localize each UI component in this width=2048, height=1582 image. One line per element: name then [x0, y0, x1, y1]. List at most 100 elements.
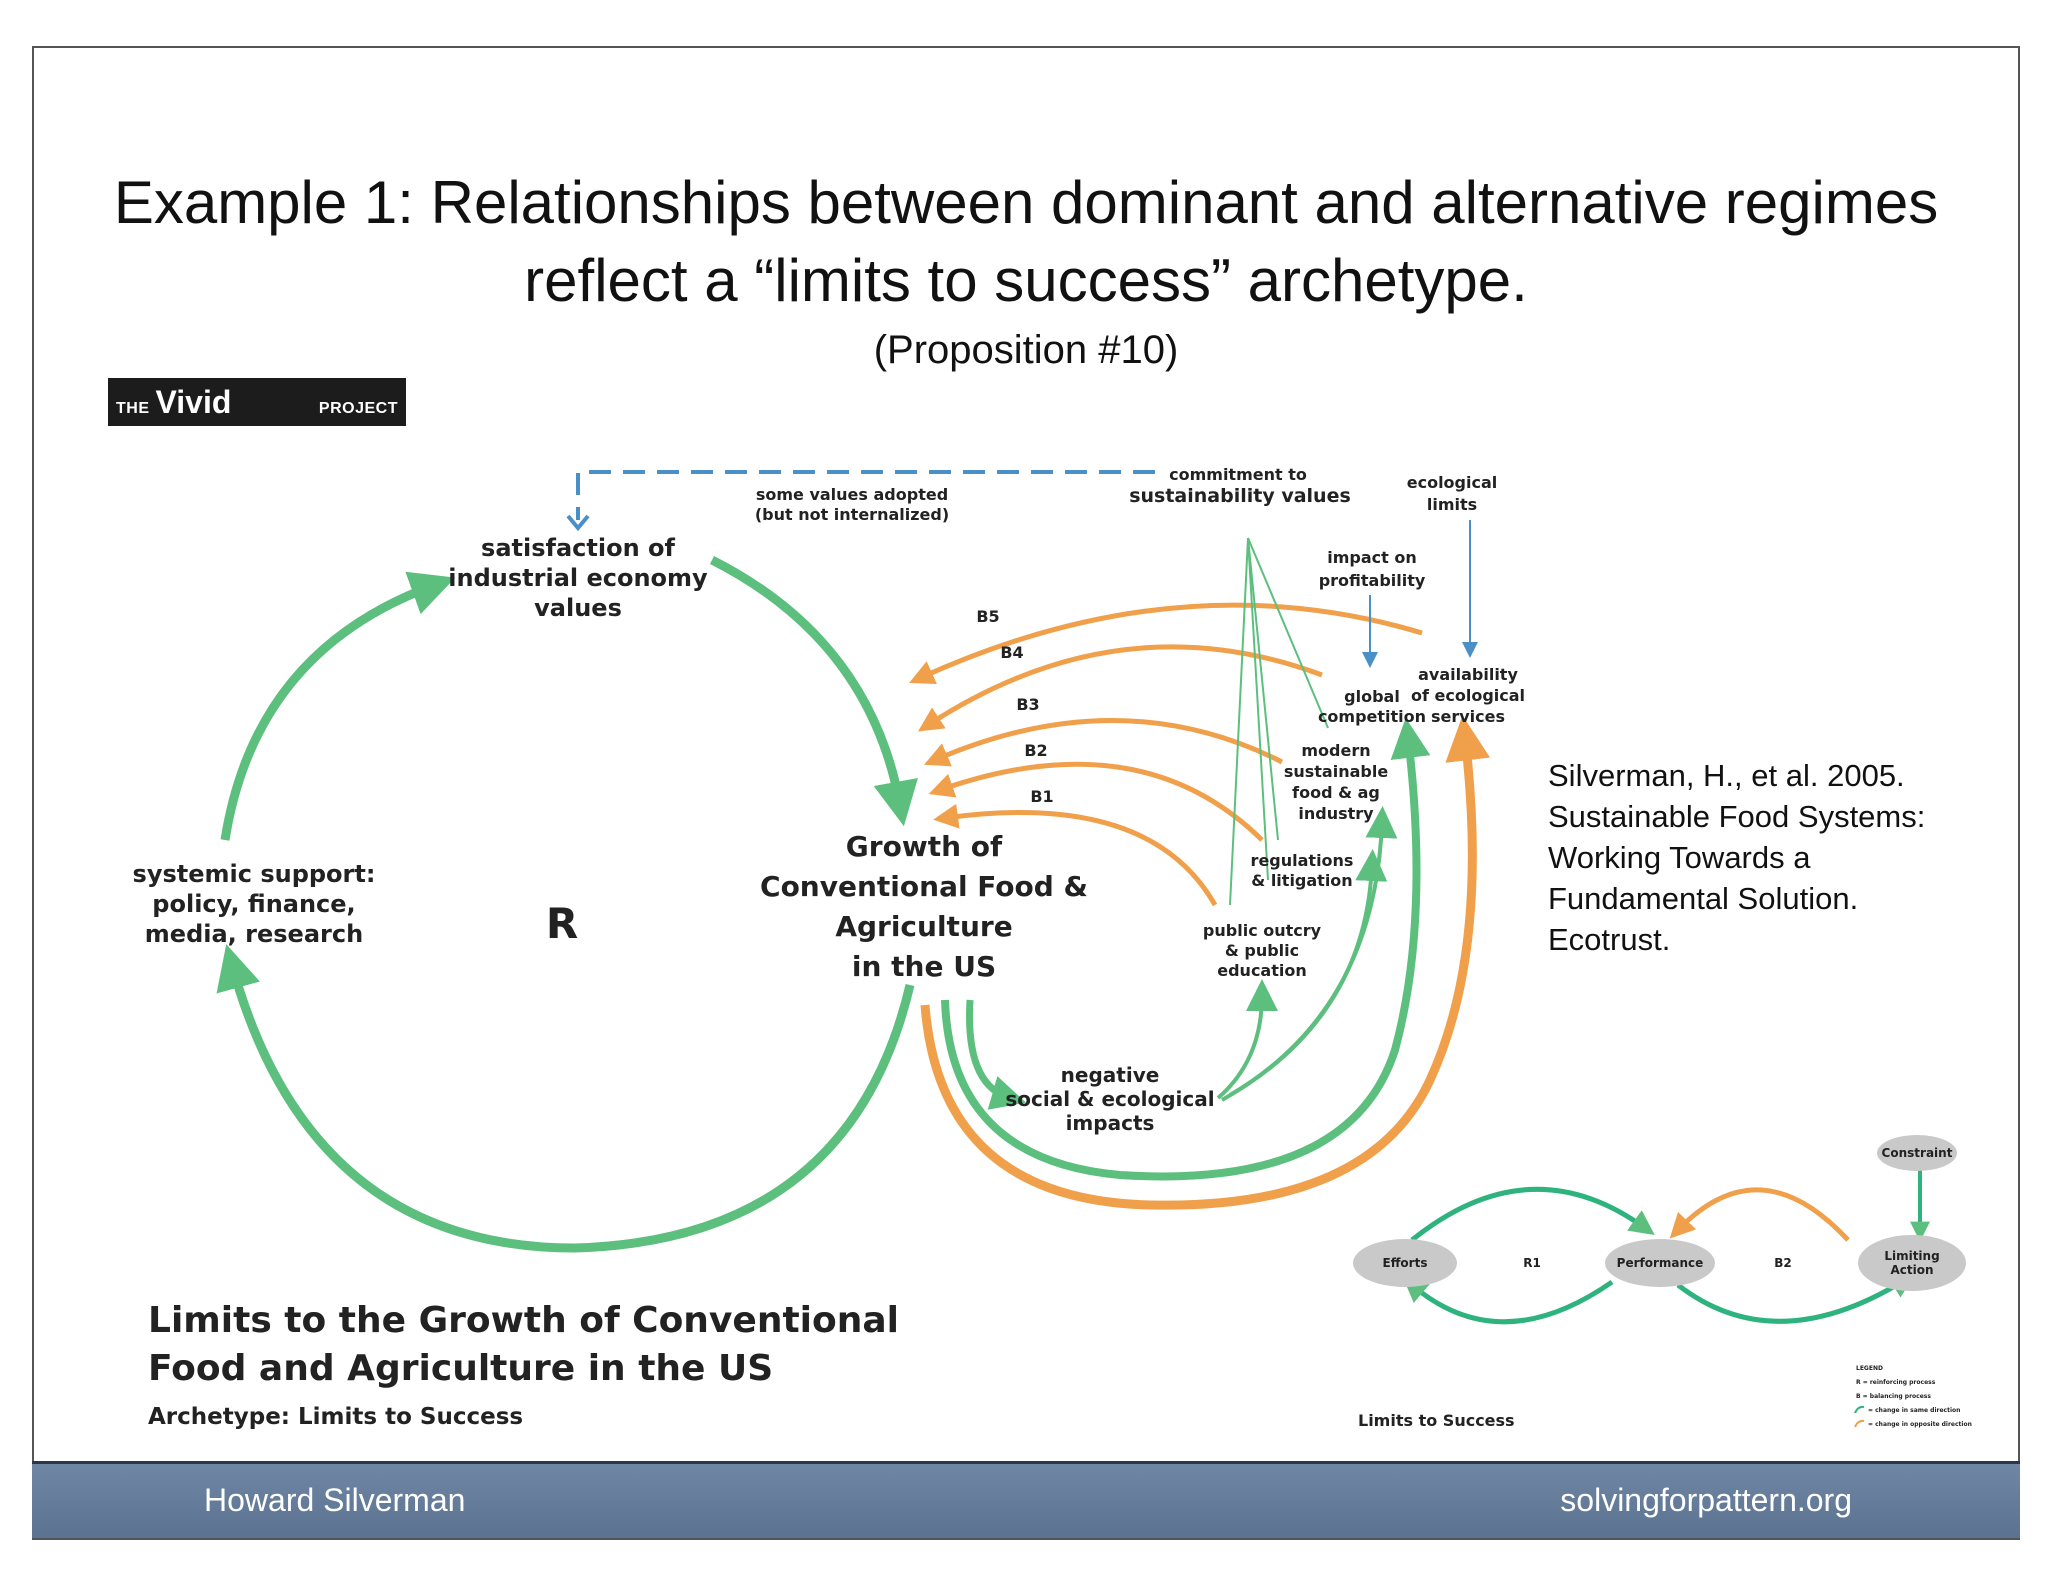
citation-line-2: Sustainable Food Systems: — [1548, 799, 1926, 834]
legend-orange-icon — [1854, 1419, 1865, 1428]
commit-line-1 — [1247, 537, 1329, 729]
citation-line-5: Ecotrust. — [1548, 922, 1671, 957]
commit-line-3 — [1247, 537, 1269, 881]
label-modern-2: sustainable — [1284, 762, 1388, 781]
arc-green-global — [941, 717, 1431, 1181]
citation-line-3: Working Towards a — [1548, 840, 1811, 875]
label-negative-3: impacts — [1066, 1111, 1155, 1135]
mini-arc-top-r1 — [1410, 1186, 1655, 1242]
legend-same: = change in same direction — [1868, 1407, 1960, 1414]
label-b3: B3 — [1016, 695, 1039, 714]
mini-node-constraint — [1877, 1135, 1957, 1171]
label-global-2: competition — [1318, 707, 1426, 726]
slide-subtitle: (Proposition #10) — [873, 328, 1179, 372]
label-systemic-1: systemic support: — [133, 860, 376, 888]
label-satisfaction-3: values — [534, 594, 622, 622]
label-growth-4: in the US — [852, 950, 996, 983]
values-dashed-arrowhead — [566, 514, 590, 532]
loop-r-arc-top-right — [709, 555, 918, 827]
label-systemic-3: media, research — [145, 920, 363, 948]
legend-b: B = balancing process — [1856, 1393, 1931, 1400]
arc-b1 — [933, 803, 1218, 907]
slide-title-line1: Example 1: Relationships between dominan… — [113, 169, 1939, 236]
legend-opposite: = change in opposite direction — [1868, 1421, 1972, 1428]
commit-line-2 — [1247, 537, 1279, 841]
label-impact-profit-2: profitability — [1319, 571, 1426, 590]
label-b4: B4 — [1000, 643, 1023, 662]
label-availability-3: services — [1431, 707, 1505, 726]
label-b2: B2 — [1024, 741, 1047, 760]
label-ecological-limits-2: limits — [1427, 495, 1477, 514]
arc-neg-modern — [1228, 806, 1398, 1097]
label-outcry-1: public outcry — [1203, 921, 1322, 940]
label-growth-1: Growth of — [846, 830, 1003, 863]
footer-website[interactable]: solvingforpattern.org — [1560, 1482, 1852, 1518]
label-availability-2: of ecological — [1411, 686, 1525, 705]
label-systemic-2: policy, finance, — [152, 890, 355, 918]
mini-arc-bottom-r1 — [1402, 1277, 1614, 1325]
footer-author: Howard Silverman — [204, 1482, 466, 1518]
label-modern-3: food & ag — [1292, 783, 1380, 802]
citation: Silverman, H., et al. 2005. Sustainable … — [1548, 755, 1988, 960]
arc-b2 — [928, 761, 1264, 842]
caption-archetype: Archetype: Limits to Success — [148, 1404, 523, 1430]
slide-title-line2: reflect a “limits to success” archetype. — [524, 247, 1528, 314]
mini-label-limiting-1: Limiting — [1884, 1249, 1939, 1263]
label-modern-4: industry — [1298, 804, 1374, 823]
label-ecological-limits-1: ecological — [1407, 473, 1498, 492]
arc-orange-outer — [920, 715, 1491, 1210]
caption-line-1: Limits to the Growth of Conventional — [148, 1300, 899, 1341]
archetype-mini-diagram: Efforts R1 Performance B2 Limiting Actio… — [1353, 1135, 1972, 1430]
label-negative-1: negative — [1061, 1063, 1160, 1087]
slide: Example 1: Relationships between dominan… — [32, 46, 2020, 1540]
mini-arc-bottom-b2 — [1676, 1273, 1916, 1324]
label-values-adopted-2: (but not internalized) — [755, 505, 949, 524]
label-modern-1: modern — [1301, 741, 1370, 760]
arc-b3 — [923, 718, 1284, 767]
logo-main: Vivid Picture — [155, 384, 264, 457]
label-outcry-2: & public — [1225, 941, 1299, 960]
mini-label-performance: Performance — [1617, 1256, 1704, 1270]
legend-title: LEGEND — [1856, 1365, 1883, 1372]
footer-bar: Howard Silverman solvingforpattern.org — [32, 1461, 2020, 1538]
label-satisfaction-2: industrial economy — [448, 564, 708, 592]
citation-line-1: Silverman, H., et al. 2005. — [1548, 758, 1905, 793]
mini-node-efforts — [1353, 1239, 1457, 1287]
logo-the: THE — [116, 400, 150, 417]
mini-label-limiting-2: Action — [1890, 1263, 1933, 1277]
mini-node-limiting — [1858, 1235, 1966, 1291]
commit-line-4 — [1229, 537, 1249, 906]
label-b5: B5 — [976, 607, 999, 626]
loop-r-arc-left — [220, 571, 456, 841]
label-satisfaction-1: satisfaction of — [481, 534, 675, 562]
citation-line-4: Fundamental Solution. — [1548, 881, 1859, 916]
mini-node-performance — [1605, 1239, 1715, 1287]
caption-line-2: Food and Agriculture in the US — [148, 1348, 773, 1389]
mini-label-efforts: Efforts — [1383, 1256, 1428, 1270]
label-regulations-1: regulations — [1251, 851, 1354, 870]
arc-b4 — [917, 644, 1323, 732]
vivid-picture-logo: THE Vivid Picture PROJECT — [108, 378, 406, 457]
arc-green-negative — [966, 999, 1027, 1110]
label-b1: B1 — [1030, 787, 1053, 806]
label-growth-2: Conventional Food & — [760, 870, 1088, 903]
label-outcry-3: education — [1217, 961, 1307, 980]
label-global-1: global — [1344, 687, 1400, 706]
label-availability-1: availability — [1418, 665, 1518, 684]
mini-label-constraint: Constraint — [1882, 1146, 1953, 1160]
label-commitment-1: commitment to — [1169, 465, 1307, 484]
legend-green-icon — [1854, 1405, 1865, 1414]
logo-project: PROJECT — [318, 400, 398, 417]
label-regulations-2: & litigation — [1251, 871, 1352, 890]
label-negative-2: social & ecological — [1005, 1087, 1214, 1111]
mini-label-r1: R1 — [1523, 1256, 1541, 1270]
label-commitment-2: sustainability values — [1129, 485, 1351, 507]
arc-b5 — [909, 602, 1423, 685]
arc-neg-outcry — [1216, 979, 1278, 1100]
label-values-adopted-1: some values adopted — [756, 485, 948, 504]
mini-label-b2: B2 — [1774, 1256, 1792, 1270]
mini-arc-top-b2 — [1669, 1187, 1850, 1242]
legend-r: R = reinforcing process — [1856, 1379, 1936, 1386]
label-r: R — [546, 899, 578, 948]
